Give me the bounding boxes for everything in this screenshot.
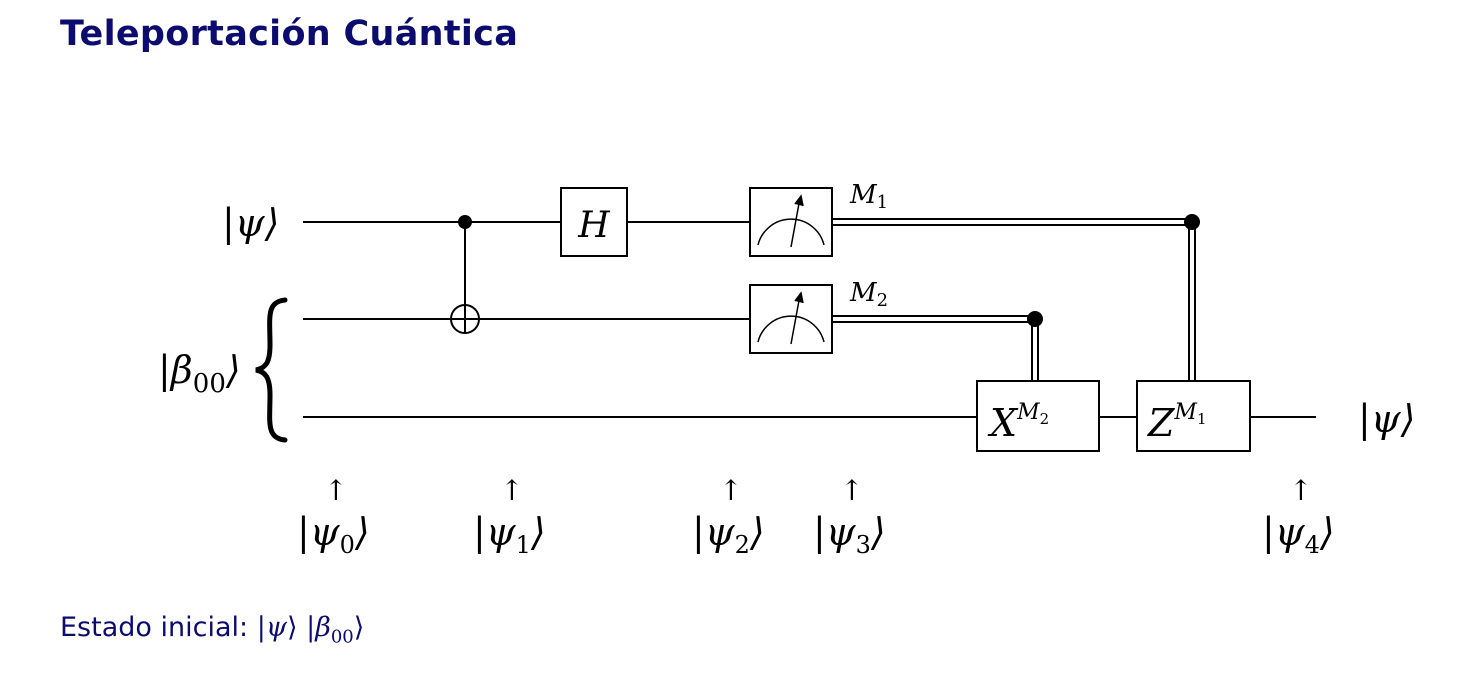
x-controlled-gate: XM2: [976, 380, 1100, 452]
state-marker-psi0: ↑ |ψ0⟩: [297, 474, 370, 559]
state-arrow-4: ↑: [1289, 474, 1312, 507]
state-marker-psi1: ↑ |ψ1⟩: [473, 474, 546, 559]
classical-control-dot-m1: [1184, 214, 1200, 230]
state-arrow-3: ↑: [840, 474, 863, 507]
hadamard-label: H: [577, 205, 610, 246]
output-psi-label: |ψ⟩: [1358, 397, 1415, 441]
m2-label: M2: [849, 278, 888, 311]
state-label-1: |ψ1⟩: [473, 510, 546, 559]
state-label-2: |ψ2⟩: [692, 510, 765, 559]
classical-control-dot-m2: [1027, 311, 1043, 327]
state-label-0: |ψ0⟩: [297, 510, 370, 559]
measurement-meter-2: [749, 284, 833, 354]
state-label-3: |ψ3⟩: [813, 510, 886, 559]
state-arrow-0: ↑: [324, 474, 347, 507]
x-gate-label: XM2: [987, 400, 1049, 445]
state-arrow-2: ↑: [719, 474, 742, 507]
classical-wires: [833, 218, 1196, 381]
caption-label: Estado inicial:: [60, 612, 249, 643]
cnot-gate: [450, 215, 480, 334]
slide-title: Teleportación Cuántica: [60, 14, 519, 54]
input-psi-label: |ψ⟩: [222, 201, 279, 245]
hadamard-gate: H: [560, 187, 628, 257]
caption-psi-ket: |ψ⟩: [256, 612, 298, 643]
measurement-meter-1: [749, 187, 833, 257]
curly-brace: [255, 297, 288, 443]
qubit-wires: [303, 221, 1316, 418]
state-marker-psi3: ↑ |ψ3⟩: [813, 474, 886, 559]
cnot-control-dot: [458, 215, 472, 229]
input-beta-label: |β00⟩: [158, 348, 241, 399]
state-marker-psi4: ↑ |ψ4⟩: [1262, 474, 1335, 559]
initial-state-caption: Estado inicial: |ψ⟩ |β00⟩: [60, 612, 364, 647]
z-controlled-gate: ZM1: [1136, 380, 1251, 452]
m1-label: M1: [849, 180, 888, 213]
state-arrow-1: ↑: [500, 474, 523, 507]
state-label-4: |ψ4⟩: [1262, 510, 1335, 559]
z-gate-label: ZM1: [1147, 400, 1206, 445]
caption-beta-ket: |β00⟩: [306, 612, 365, 648]
state-marker-psi2: ↑ |ψ2⟩: [692, 474, 765, 559]
